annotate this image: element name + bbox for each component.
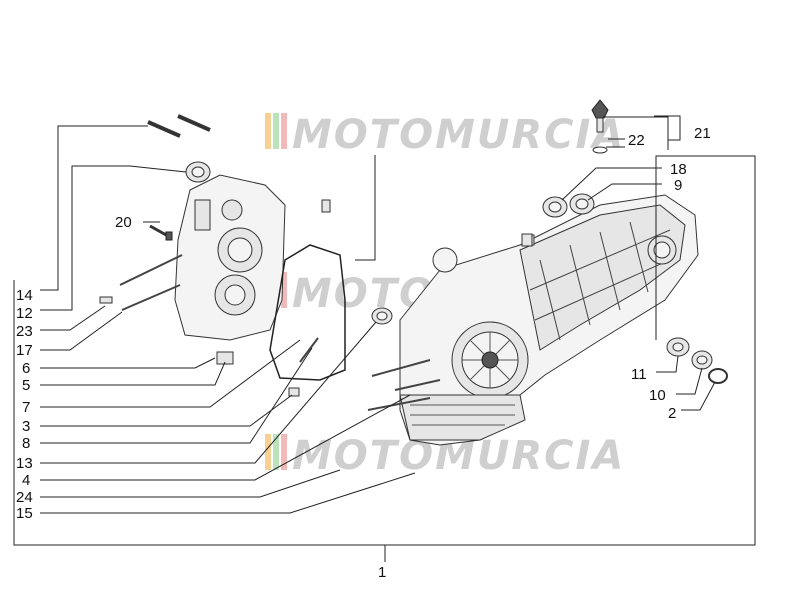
dowel-top: [321, 199, 331, 213]
callout-15: 15: [16, 505, 33, 522]
plug-5: [216, 351, 234, 365]
bolt-20: [149, 224, 173, 241]
crankcase-left: [174, 174, 286, 341]
stud-15b: [367, 397, 431, 411]
callout-1: 1: [378, 564, 386, 581]
callout-14: 14: [16, 287, 33, 304]
stud-17: [121, 284, 181, 311]
callout-17: 17: [16, 342, 33, 359]
breather-21: [591, 99, 609, 133]
stud-15c: [394, 379, 441, 391]
crankcase-main: [399, 194, 699, 446]
seal-12: [185, 161, 211, 183]
pin-4: [521, 233, 533, 247]
dowel-7: [288, 387, 300, 397]
callout-7: 7: [22, 399, 30, 416]
bearing-9: [569, 193, 595, 215]
leader-lines: [13, 115, 756, 562]
pin-6: [99, 296, 113, 304]
callout-13: 13: [16, 455, 33, 472]
callout-18: 18: [670, 161, 687, 178]
callout-4: 4: [22, 472, 30, 489]
callout-2: 2: [668, 405, 676, 422]
callout-8: 8: [22, 435, 30, 452]
ring-2: [708, 368, 728, 384]
callout-22: 22: [628, 132, 645, 149]
callout-20: 20: [115, 214, 132, 231]
studs-14: [147, 114, 211, 138]
seal-13: [371, 307, 393, 325]
callout-24: 24: [16, 489, 33, 506]
stud-8: [299, 337, 319, 363]
callout-12: 12: [16, 305, 33, 322]
watermark-text-top: MOTOMURCIA: [292, 112, 625, 158]
callout-6: 6: [22, 360, 30, 377]
callout-10: 10: [649, 387, 666, 404]
callout-11: 11: [631, 366, 647, 383]
callout-23: 23: [16, 323, 33, 340]
bearing-11: [666, 337, 690, 357]
callout-9: 9: [674, 177, 682, 194]
callout-3: 3: [22, 418, 30, 435]
watermark-top: MOTOMURCIA: [265, 112, 625, 158]
callout-5: 5: [22, 377, 30, 394]
seal-10: [691, 350, 713, 370]
stud-23: [119, 254, 183, 286]
bearing-18: [542, 196, 568, 218]
gasket: [269, 244, 346, 381]
stud-15a: [371, 359, 431, 377]
callout-21: 21: [694, 125, 711, 142]
oring-22: [592, 146, 608, 154]
